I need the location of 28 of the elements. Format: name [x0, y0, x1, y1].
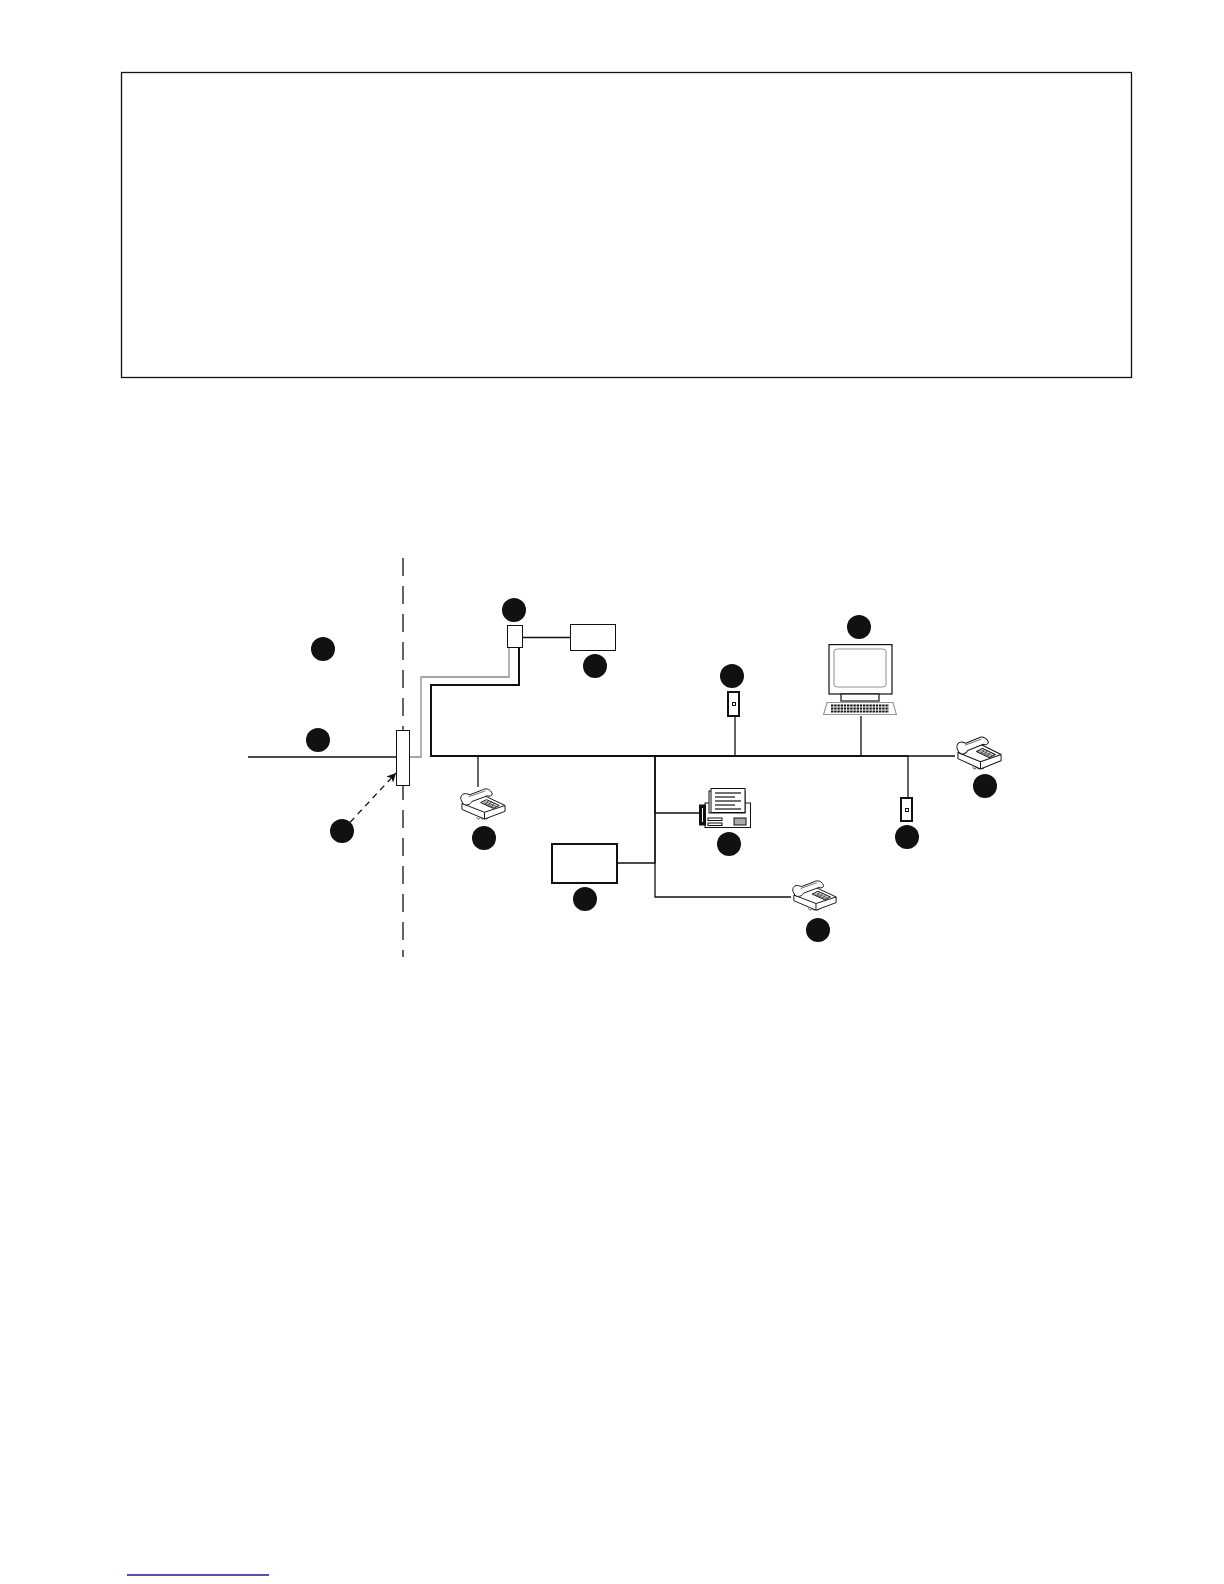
- callout-marker: [502, 598, 526, 622]
- telephone-icon: [791, 879, 839, 913]
- callout-marker: [717, 832, 741, 856]
- leader-arrow: [349, 772, 397, 823]
- wire-line: [409, 647, 510, 758]
- interface-box: [396, 730, 410, 786]
- callout-marker: [306, 728, 330, 752]
- wall-jack-box: [727, 691, 740, 717]
- wire-line: [522, 636, 571, 639]
- callout-marker: [573, 887, 597, 911]
- callout-marker: [330, 819, 354, 843]
- callout-marker: [973, 774, 997, 798]
- callout-marker: [847, 615, 871, 639]
- callout-marker: [583, 654, 607, 678]
- wire-line: [247, 756, 397, 758]
- device-box: [551, 843, 618, 884]
- wall-jack-box: [900, 797, 913, 822]
- telephone-icon: [955, 735, 1004, 772]
- callout-marker: [895, 825, 919, 849]
- callout-marker: [311, 637, 335, 661]
- computer-icon: [823, 644, 897, 716]
- callout-marker: [472, 826, 496, 850]
- device-box: [570, 624, 616, 651]
- callout-marker: [806, 918, 830, 942]
- telephone-icon: [459, 787, 508, 822]
- fax-machine-icon: [699, 788, 751, 828]
- jack-box: [507, 625, 523, 648]
- callout-marker: [720, 664, 744, 688]
